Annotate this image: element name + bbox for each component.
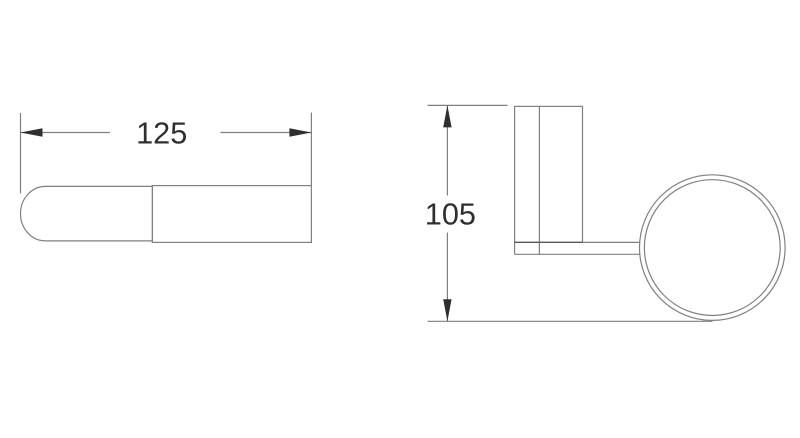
svg-text:105: 105 — [425, 197, 476, 232]
svg-text:125: 125 — [136, 115, 187, 150]
